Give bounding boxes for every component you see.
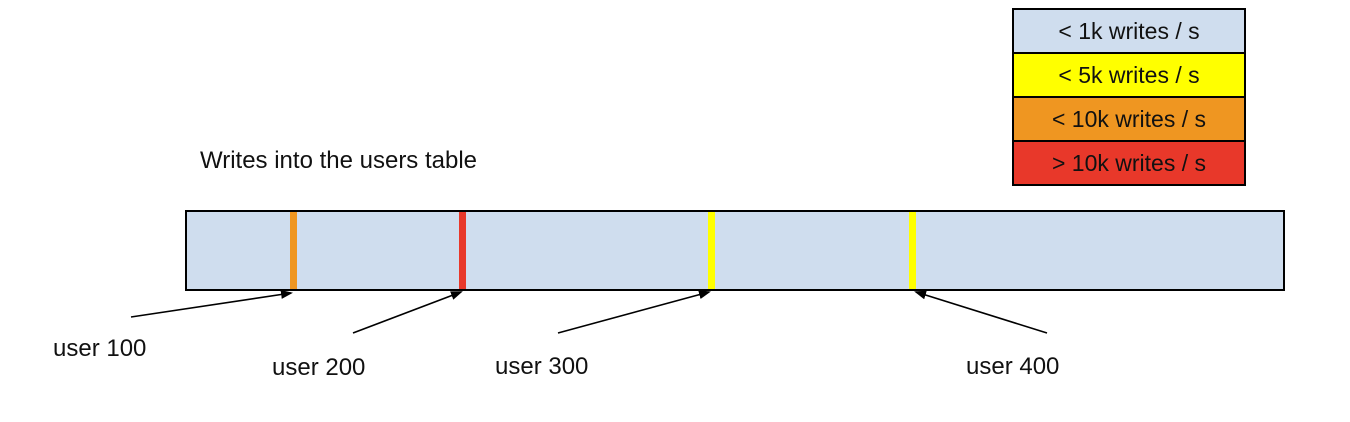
users-table-bar bbox=[185, 210, 1285, 291]
arrow-user-400 bbox=[914, 290, 1048, 334]
arrow-user-200 bbox=[352, 291, 463, 334]
user-200-label: user 200 bbox=[272, 354, 366, 381]
user-400-label: user 400 bbox=[966, 353, 1060, 380]
legend: < 1k writes / s < 5k writes / s < 10k wr… bbox=[1012, 8, 1246, 186]
legend-item-lt-5k: < 5k writes / s bbox=[1014, 54, 1244, 98]
legend-item-gt-10k: > 10k writes / s bbox=[1014, 142, 1244, 184]
arrow-user-100 bbox=[130, 290, 293, 318]
diagram-title: Writes into the users table bbox=[200, 147, 478, 174]
user-200-stripe bbox=[459, 212, 466, 289]
arrow-user-300 bbox=[557, 290, 711, 334]
user-300-stripe bbox=[708, 212, 715, 289]
user-400-stripe bbox=[909, 212, 916, 289]
legend-item-lt-1k: < 1k writes / s bbox=[1014, 10, 1244, 54]
user-100-stripe bbox=[290, 212, 297, 289]
user-100-label: user 100 bbox=[53, 335, 147, 362]
legend-item-lt-10k: < 10k writes / s bbox=[1014, 98, 1244, 142]
user-300-label: user 300 bbox=[495, 353, 589, 380]
